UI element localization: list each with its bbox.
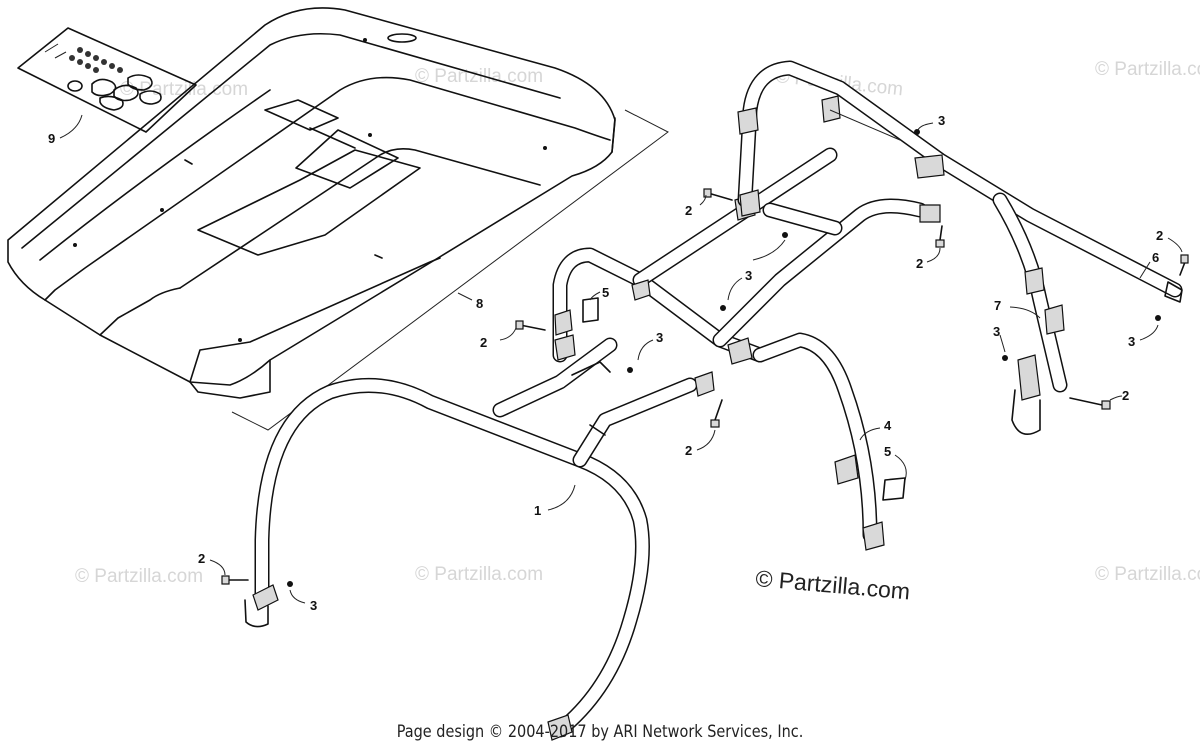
callout-label: 3 [938,113,945,128]
roof-panel: 8 [7,7,669,431]
callout-label: 5 [884,444,891,459]
callout-label: 2 [480,335,487,350]
callout-label: 3 [656,330,663,345]
callout-label: 6 [1152,250,1159,265]
callout-label: 8 [476,296,483,311]
rear-hoop [737,60,1183,436]
hardware-kit: 9 [17,27,197,146]
middle-cage [552,147,941,551]
callout-label: 2 [685,443,692,458]
callout-label: 4 [884,418,892,433]
watermark: © Partzilla.com [415,564,543,585]
watermark-layer: © Partzilla.com © Partzilla.com © Partzi… [75,59,1200,587]
callout-label: 7 [994,298,1001,313]
copyright-label: © Partzilla.com [755,565,912,604]
callout-label: 9 [48,131,55,146]
watermark: © Partzilla.com [415,66,543,87]
bolts [221,188,1189,587]
callout-label: 3 [745,268,752,283]
callout-label: 2 [1122,388,1129,403]
callouts: 2 2 2 2 2 2 2 3 3 3 3 3 3 3 4 5 5 [198,113,1183,613]
footer-credit: Page design © 2004-2017 by ARI Network S… [396,722,804,742]
watermark: © Partzilla.com [1095,564,1200,585]
callout-label: 3 [310,598,317,613]
callout-label: 1 [534,503,541,518]
callout-label: 5 [602,285,609,300]
callout-label: 3 [1128,334,1135,349]
callout-label: 2 [198,551,205,566]
watermark: © Partzilla.com [75,566,203,587]
callout-label: 3 [993,324,1000,339]
front-hoop: 1 [244,337,715,741]
callout-label: 2 [1156,228,1163,243]
callout-label: 2 [916,256,923,271]
callout-label: 2 [685,203,692,218]
watermark: © Partzilla.com [1095,59,1200,80]
